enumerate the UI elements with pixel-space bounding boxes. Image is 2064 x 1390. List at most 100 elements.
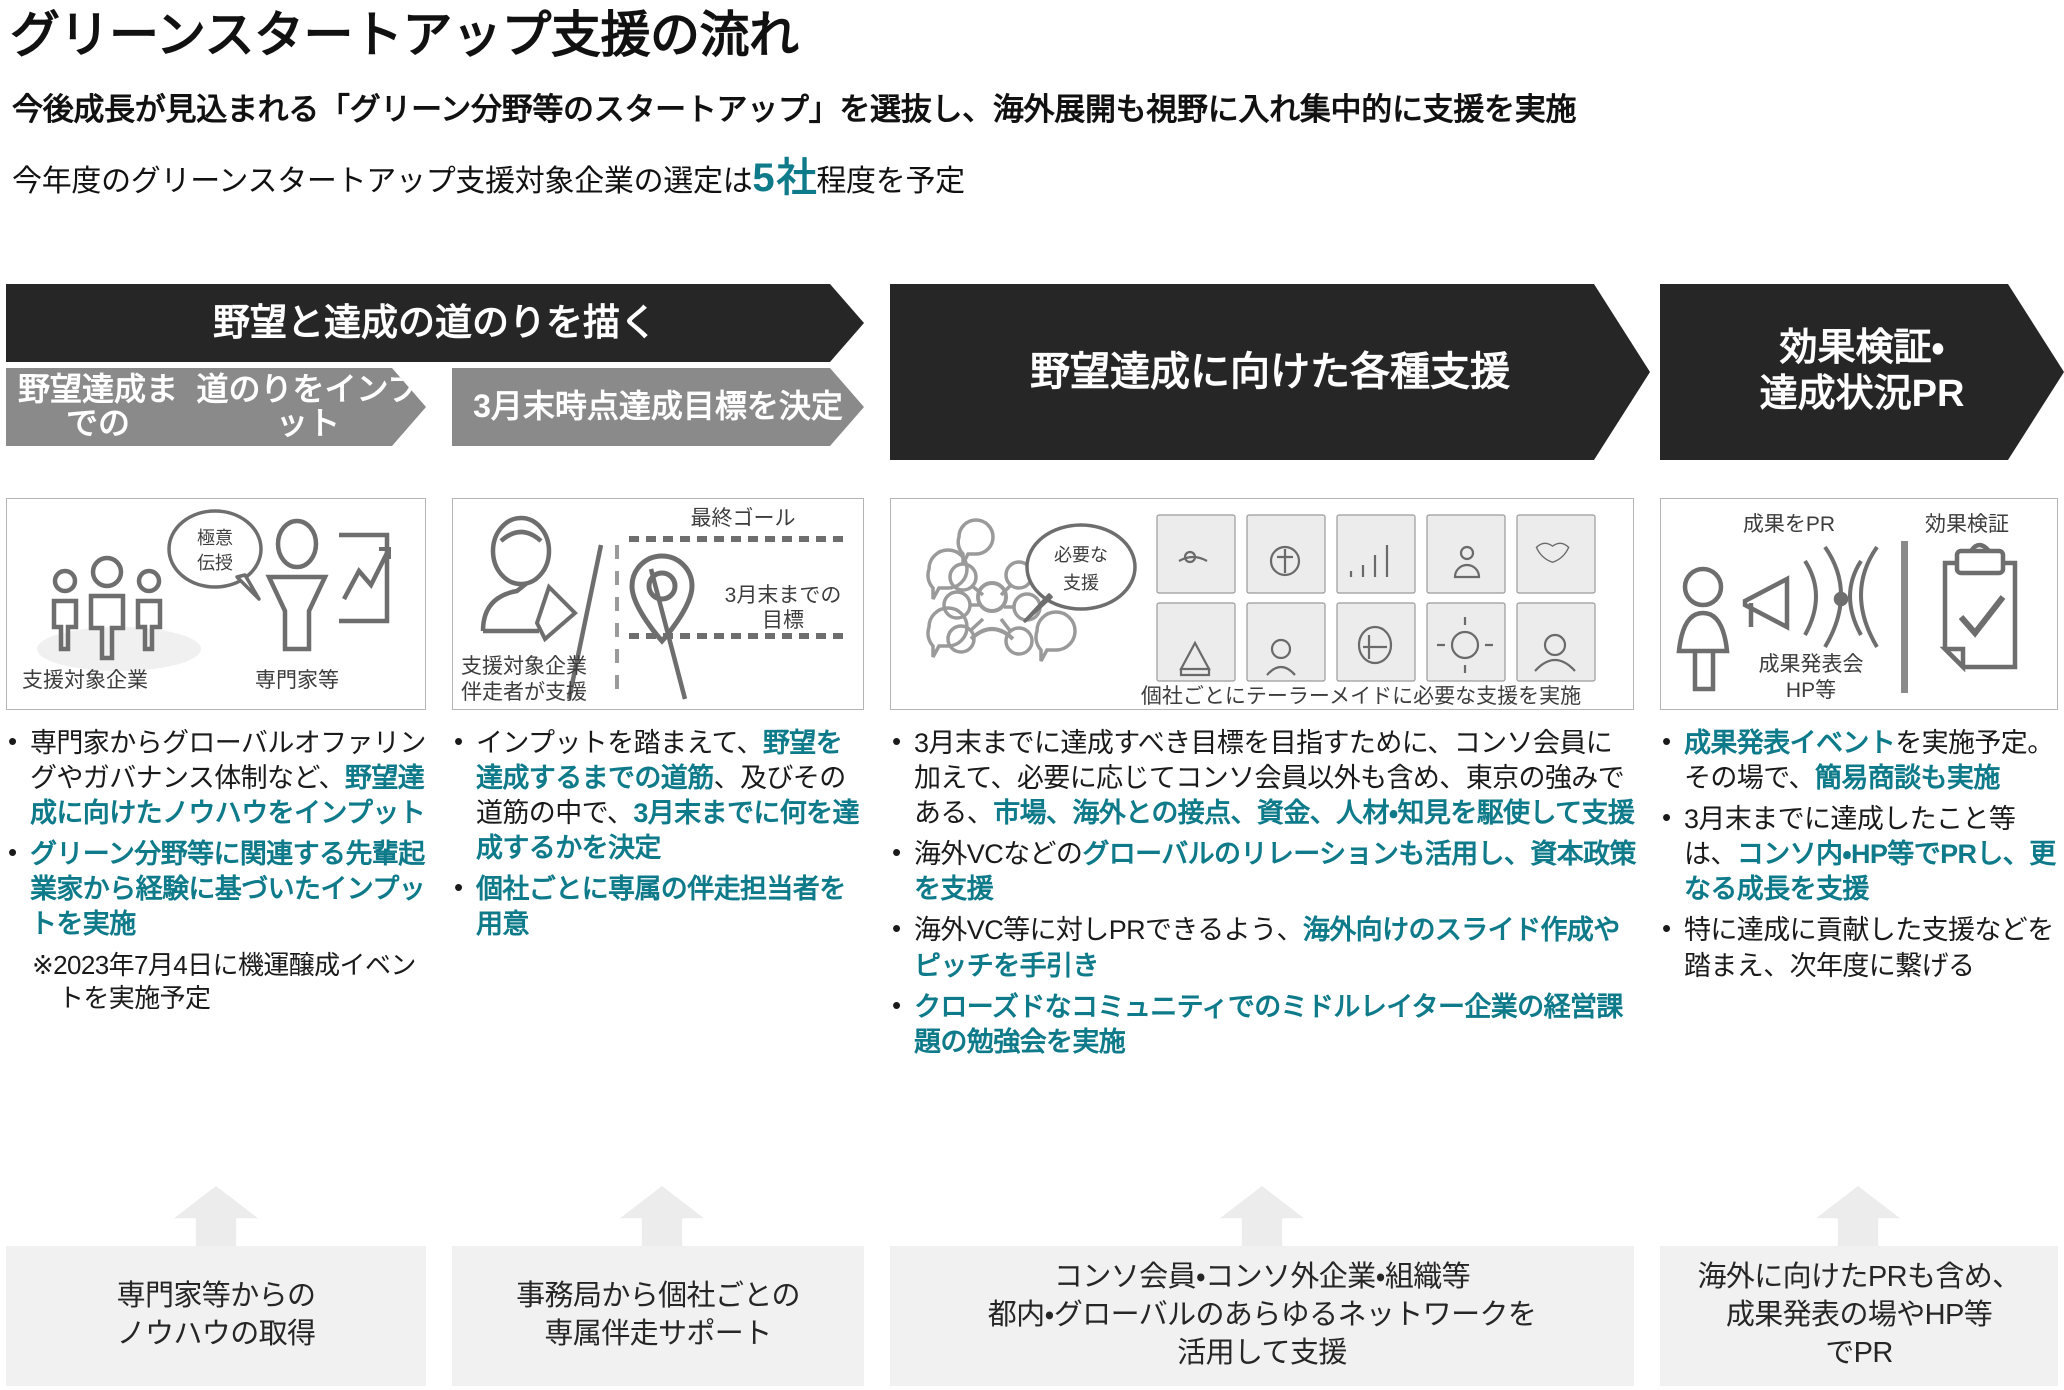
support-card-grid — [1156, 514, 1596, 682]
bottom-box-2: 事務局から個社ごとの 専属伴走サポート — [452, 1246, 864, 1386]
bullet-seg: 3月末までに達成したこと等は、 — [1684, 804, 2016, 870]
bullet-seg-highlight: 成果発表イベント — [1684, 728, 1896, 758]
bullet-item: 特に達成に貢献した支援などを踏まえ、次年度に繋げる — [1660, 912, 2062, 983]
bullet-seg: 、及びその道筋の中で、 — [476, 763, 846, 829]
speech-bubble-icon: 極意 伝授 — [167, 509, 263, 601]
bubble-line1: 極意 — [197, 528, 233, 548]
panel-2-goal-label: 最終ゴール — [691, 507, 796, 530]
shadow-ellipse — [37, 627, 201, 671]
bottom-box-3-line1: コンソ会員・コンソ外企業・組織等 — [1053, 1261, 1471, 1294]
panel-4-caption-line2: HP等 — [1786, 679, 1836, 702]
phase-step-2: 3月末時点 達成目標を決定 — [452, 368, 864, 446]
panel-2-caption-line1: 支援対象企業 — [461, 655, 587, 678]
announcer-megaphone-icon — [1676, 545, 1879, 692]
illustration-panel-4: 成果をPR 効果検証 成果発表会 HP等 — [1660, 498, 2058, 710]
bullet-seg-highlight: 野望達成に向けたノウハウをインプット — [30, 763, 426, 829]
bullet-column-2: インプットを踏まえて、野望を達成するまでの道筋、及びその道筋の中で、3月末までに… — [452, 725, 868, 949]
bullet-seg: インプットを踏まえて、 — [476, 728, 763, 758]
page-title: グリーンスタートアップ支援の流れ — [10, 7, 799, 63]
bottom-box-1: 専門家等からの ノウハウの取得 — [6, 1246, 426, 1386]
phase-step-1-line2: 道のりをインプット — [196, 371, 420, 441]
bullet-seg-highlight: 3月末までに何を達成するかを決定 — [476, 798, 860, 864]
bullet-item: 個社ごとに専属の伴走担当者を用意 — [452, 871, 868, 942]
needed-support-bubble-icon: 必要な 支援 — [1023, 523, 1137, 623]
bottom-box-4: 海外に向けたPRも含め、 成果発表の場やHP等 でPR — [1660, 1246, 2058, 1386]
bullet-footnote: ※2023年7月4日に機運醸成イベントを実施予定 — [32, 949, 416, 1014]
bullet-seg-highlight: グローバルのリレーションも活用し、資本政策を支援 — [914, 839, 1637, 905]
panel-3-bubble-line2: 支援 — [1063, 573, 1099, 593]
bullet-seg: を実施予定。その場で、 — [1684, 728, 2054, 794]
page-selection-note: 今年度のグリーンスタートアップ支援対象企業の選定は5社程度を予定 — [12, 154, 2064, 202]
bullet-column-3: 3月末までに達成すべき目標を目指すために、コンソ会員に加えて、必要に応じてコンソ… — [890, 725, 1638, 1066]
phase-banner-effect-verification: 効果検証・ 達成状況PR — [1660, 284, 2064, 460]
illustration-panel-2: 最終ゴール 3月末までの 目標 支援対象企業 伴走者が支援 — [452, 498, 864, 710]
bullet-column-4: 成果発表イベントを実施予定。その場で、簡易商談も実施 3月末までに達成したこと等… — [1660, 725, 2062, 990]
bullet-seg-highlight: コンソ内・HP等でPRし、更なる成長を支援 — [1684, 839, 2056, 905]
panel-4-label-left: 成果をPR — [1743, 513, 1835, 536]
map-pin-icon — [629, 553, 695, 645]
phase-step-row: 野望達成までの 道のりをインプット 3月末時点 達成目標を決定 — [0, 368, 2064, 460]
page-header: グリーンスタートアップ支援の流れ 今後成長が見込まれる「グリーン分野等のスタート… — [0, 0, 2064, 202]
phase-step-1: 野望達成までの 道のりをインプット — [6, 368, 426, 446]
bullet-seg: 3月末までに達成すべき目標を目指すために、コンソ会員に加えて、必要に応じてコンソ… — [914, 728, 1625, 829]
phase-step-2-line1: 3月末時点 — [473, 388, 619, 425]
bullet-seg-highlight: グリーン分野等に関連する先輩起業家から経験に基づいたインプットを実施 — [30, 839, 426, 940]
bullet-seg-highlight: 海外向けのスライド作成やピッチを手引き — [914, 915, 1620, 981]
bottom-box-2-line1: 事務局から個社ごとの — [516, 1280, 800, 1313]
arrow-up-icon-2 — [620, 1186, 704, 1248]
panel-3-footer-caption: 個社ごとにテーラーメイドに必要な支援を実施 — [1141, 685, 1581, 708]
bullet-seg-highlight: 野望を達成するまでの道筋 — [476, 728, 843, 794]
vertical-divider — [1901, 541, 1908, 693]
phase-step-1-line1: 野望達成までの — [18, 371, 179, 441]
phase-banner-row: 野望と達成の道のりを描く — [0, 284, 2064, 362]
bullet-item: 成果発表イベントを実施予定。その場で、簡易商談も実施 — [1660, 725, 2062, 796]
bullet-seg: 特に達成に貢献した支援などを踏まえ、次年度に繋げる — [1684, 915, 2054, 981]
bottom-box-1-line1: 専門家等からの — [116, 1280, 316, 1313]
selection-note-post: 程度を予定 — [816, 165, 965, 199]
phase-banner-draw-roadmap: 野望と達成の道のりを描く — [6, 284, 864, 362]
phase-banner-various-support: 野望達成に向けた各種支援 — [890, 284, 1650, 460]
panel-2-mid-label-line2: 目標 — [762, 609, 804, 632]
bottom-box-3: コンソ会員・コンソ外企業・組織等 都内・グローバルのあらゆるネットワークを 活用… — [890, 1246, 1634, 1386]
arrow-up-icon-1 — [174, 1186, 258, 1248]
bullet-item: 海外VCなどのグローバルのリレーションも活用し、資本政策を支援 — [890, 836, 1638, 907]
phase-step-2-line2: 達成目標を決定 — [618, 388, 843, 425]
bottom-box-2-line2: 専属伴走サポート — [544, 1318, 772, 1350]
panel-1-illustration: 極意 伝授 支援対象企業 専門家等 — [22, 509, 391, 692]
people-group-icon — [51, 555, 163, 661]
bullet-item: 3月末までに達成したこと等は、コンソ内・HP等でPRし、更なる成長を支援 — [1660, 801, 2062, 907]
selection-count: 5 — [752, 156, 777, 201]
phase-4-line2: 達成状況PR — [1759, 373, 1965, 415]
selection-unit: 社 — [776, 156, 817, 201]
bullet-column-1: 専門家からグローバルオファリングやガバナンス体制など、野望達成に向けたノウハウを… — [6, 725, 430, 1016]
bullet-seg-highlight: 経営課題の勉強会を実施 — [914, 991, 1623, 1057]
phase-4-line1: 効果検証・ — [1779, 327, 1945, 370]
bullet-seg-highlight: 個社ごとに専属の伴走担当者を用意 — [476, 874, 846, 940]
bottom-box-3-line3: 活用して支援 — [1177, 1336, 1347, 1369]
panel-2-mid-label-line1: 3月末までの — [725, 584, 842, 607]
selection-note-pre: 今年度のグリーンスタートアップ支援対象企業の選定は — [12, 165, 753, 199]
panel-2-illustration: 最終ゴール 3月末までの 目標 支援対象企業 伴走者が支援 — [461, 507, 849, 704]
bullet-item: グリーン分野等に関連する先輩起業家から経験に基づいたインプットを実施 — [6, 836, 430, 942]
expert-presenter-icon — [265, 518, 391, 652]
illustration-panel-3: 必要な 支援 — [890, 498, 1634, 710]
bullet-item: 海外VC等に対しPRできるよう、海外向けのスライド作成やピッチを手引き — [890, 912, 1638, 983]
network-diagram-icon — [926, 518, 1077, 662]
clipboard-check-icon — [1939, 542, 2018, 673]
bullet-seg: 専門家からグローバルオファリングやガバナンス体制など、 — [30, 728, 426, 794]
panel-3-illustration: 必要な 支援 — [926, 514, 1596, 708]
panel-1-caption-right: 専門家等 — [255, 669, 339, 692]
panel-1-caption-left: 支援対象企業 — [22, 669, 148, 692]
bullet-seg-highlight: 市場、海外との接点、資金、人材・知見を駆使して支援 — [993, 798, 1635, 829]
bullet-seg-highlight: 簡易商談も実施 — [1814, 763, 2000, 794]
bullet-seg: 海外VCなどの — [914, 839, 1083, 870]
panel-4-illustration: 成果をPR 効果検証 成果発表会 HP等 — [1676, 513, 2018, 702]
bottom-box-4-line1: 海外に向けたPRも含め、 — [1697, 1261, 2021, 1294]
illustration-panel-1: 極意 伝授 支援対象企業 専門家等 — [6, 498, 426, 710]
arrow-up-icon-3 — [1220, 1186, 1304, 1248]
bullet-seg-highlight: クローズドなコミュニティでのミドルレイター企業の — [914, 991, 1544, 1022]
page-subtitle: 今後成長が見込まれる「グリーン分野等のスタートアップ」を選抜し、海外展開も視野に… — [12, 92, 1577, 127]
bullet-item: クローズドなコミュニティでのミドルレイター企業の経営課題の勉強会を実施 — [890, 989, 1638, 1060]
bullet-item: インプットを踏まえて、野望を達成するまでの道筋、及びその道筋の中で、3月末までに… — [452, 725, 868, 866]
bottom-box-4-line2: 成果発表の場やHP等 — [1725, 1299, 1993, 1332]
